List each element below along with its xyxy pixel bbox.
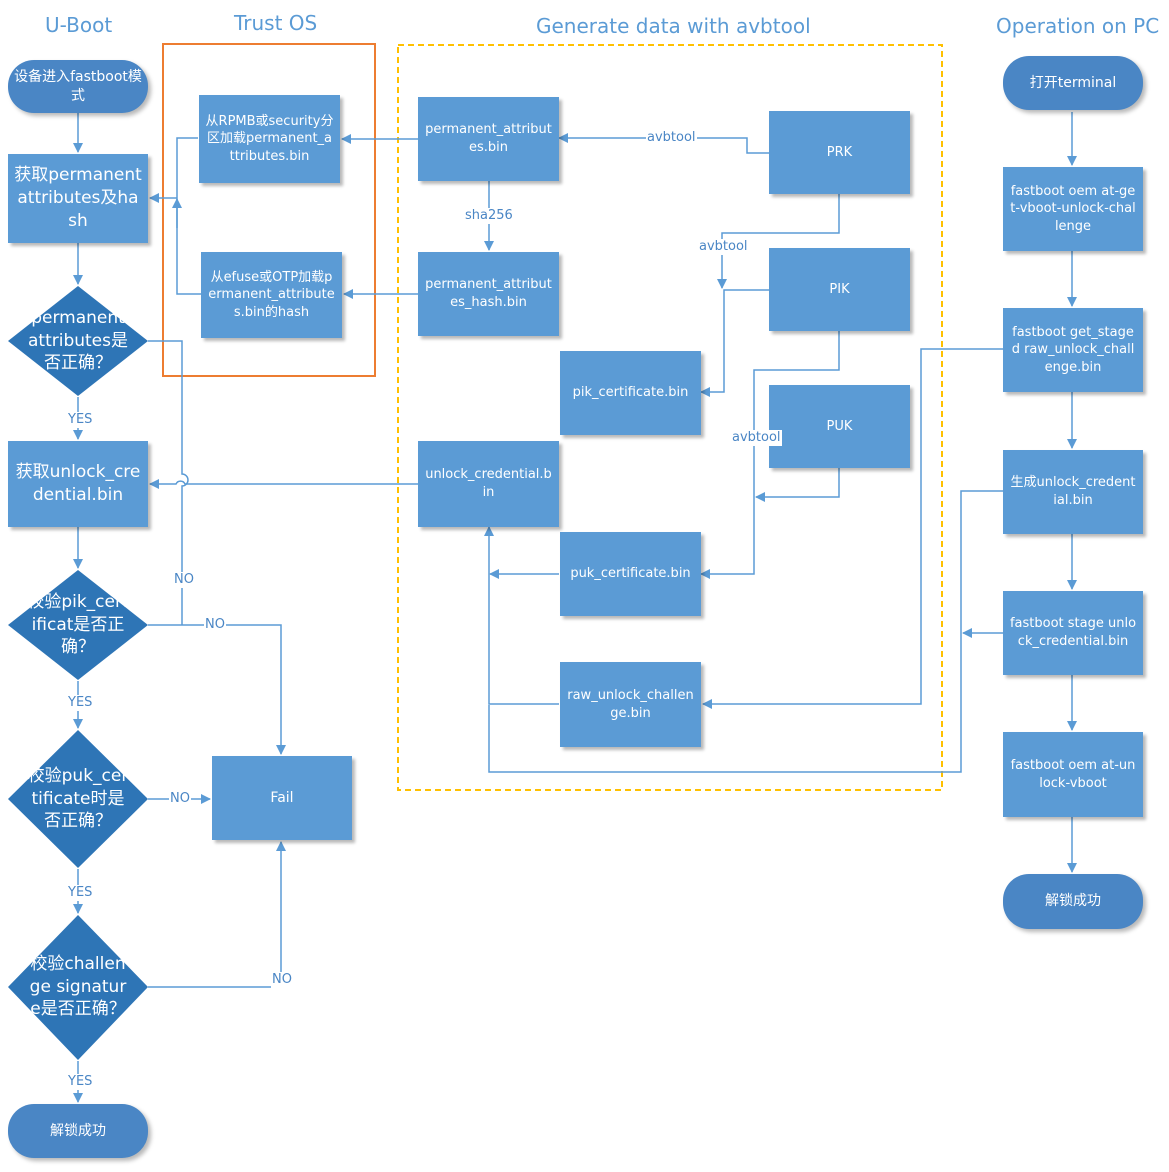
decision-pik-shape (8, 570, 148, 680)
column-title-trust-os: Trust OS (234, 11, 318, 35)
pik-cert-node: pik_certificate.bin (560, 351, 701, 435)
unlock-cred-node: unlock_credential.bin (418, 441, 559, 527)
uboot-success-node: 解锁成功 (8, 1104, 148, 1158)
sha256-label: sha256 (464, 208, 514, 224)
edge-cred-to-uboot (149, 479, 418, 489)
pik-node: PIK (769, 248, 910, 331)
generate-cred-node: 生成unlock_credential.bin (1003, 450, 1143, 534)
column-title-generate: Generate data with avbtool (536, 14, 811, 38)
edge-prk-to-pik-cert (717, 194, 840, 289)
check-puk-label: 校验puk_certificate时是否正确？ (27, 765, 129, 832)
edge-staged-to-raw (702, 348, 1003, 709)
get-attrs-node: 获取permanent attributes及hash (8, 154, 148, 243)
perm-hash-node: permanent_attributes_hash.bin (418, 252, 559, 336)
edge-pik-no (148, 624, 286, 755)
generate-container (397, 44, 943, 791)
uboot-start-node: 设备进入fastboot模式 (8, 60, 148, 113)
stage-cred-node: fastboot stage unlock_credential.bin (1003, 591, 1143, 675)
edge-pik-to-puk-cert (700, 331, 840, 579)
avbtool-label-prk: avbtool (646, 130, 697, 146)
get-credential-node: 获取unlock_credential.bin (8, 441, 148, 527)
yes-label-challenge: YES (67, 1074, 94, 1090)
decision-challenge-shape (8, 915, 148, 1060)
edge-attrs-no (148, 340, 189, 625)
check-pik-label: 校验pik_certificat是否正确？ (27, 591, 129, 658)
prk-node: PRK (769, 111, 910, 194)
edge-challenge-no (148, 841, 286, 988)
decision-puk-shape (8, 730, 148, 868)
edge-trust-to-attrs (176, 137, 201, 295)
no-label-challenge: NO (271, 972, 293, 988)
get-staged-node: fastboot get_staged raw_unlock_challenge… (1003, 308, 1143, 392)
check-challenge-label: 校验challenge signature是否正确？ (29, 953, 127, 1020)
raw-challenge-node: raw_unlock_challenge.bin (560, 662, 701, 747)
puk-node: PUK (769, 385, 910, 468)
no-label-pik: NO (204, 617, 226, 633)
column-title-pc: Operation on PC (996, 14, 1160, 38)
yes-label-pik: YES (67, 695, 94, 711)
open-terminal-node: 打开terminal (1003, 56, 1143, 110)
edge-raw-to-cred (484, 526, 559, 705)
edge-pik-to-pik-cert (700, 289, 769, 397)
fail-node: Fail (212, 756, 352, 840)
avbtool-label-puk: avbtool (731, 430, 782, 446)
edge-generate-cred-loop (488, 490, 1003, 773)
edge-puk-to-loop (755, 468, 840, 502)
load-efuse-node: 从efuse或OTP加载permanent_attributes.bin的has… (201, 252, 342, 338)
perm-attrs-node: permanent_attributes.bin (418, 97, 559, 181)
check-attrs-label: permanent attributes是否正确？ (27, 307, 128, 374)
puk-cert-node: puk_certificate.bin (560, 532, 701, 616)
pc-success-node: 解锁成功 (1003, 874, 1143, 929)
avbtool-label-pik: avbtool (698, 239, 749, 255)
yes-label-attrs: YES (67, 412, 94, 428)
decision-attrs-shape (8, 286, 148, 396)
unlock-vboot-node: fastboot oem at-unlock-vboot (1003, 732, 1143, 817)
load-rpmb-node: 从RPMB或security分区加载permanent_attributes.b… (199, 95, 340, 183)
trust-os-container (162, 43, 376, 377)
column-title-uboot: U-Boot (45, 13, 113, 37)
no-label-attrs: NO (173, 572, 195, 588)
no-label-puk: NO (169, 791, 191, 807)
get-challenge-node: fastboot oem at-get-vboot-unlock-challen… (1003, 167, 1143, 251)
yes-label-puk: YES (67, 885, 94, 901)
